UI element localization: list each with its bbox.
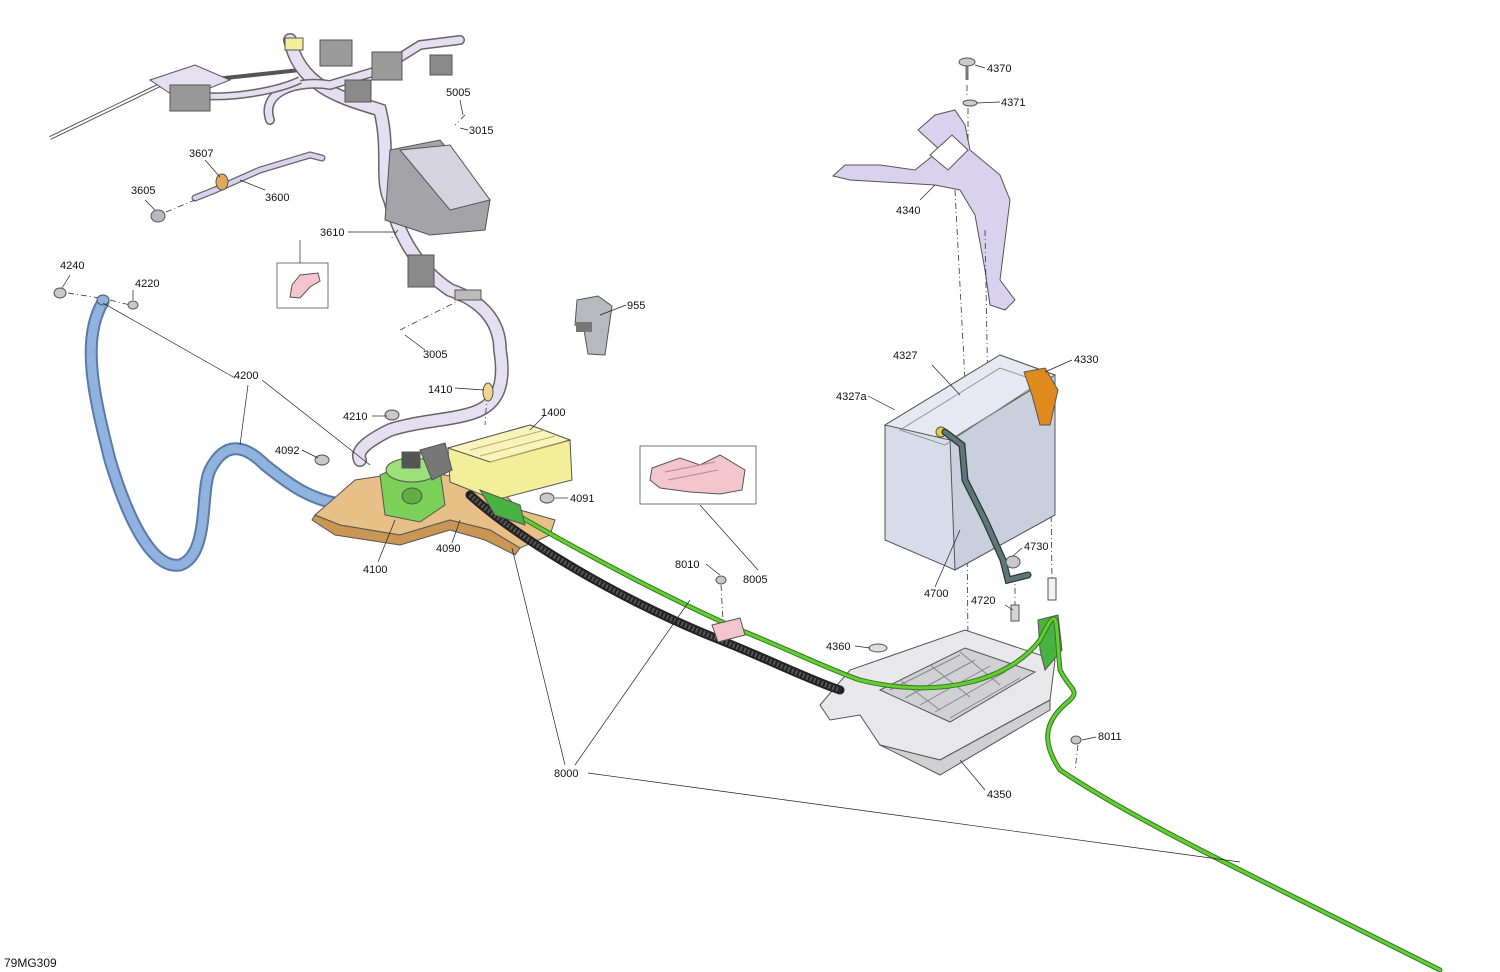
starter-relay-4100 (314, 409, 446, 523)
callout-3600: 3600 (265, 192, 289, 204)
callout-4092: 4092 (275, 445, 299, 457)
inset-3610 (276, 262, 329, 309)
callout-4700: 4700 (924, 588, 948, 600)
callout-3015: 3015 (469, 125, 493, 137)
callout-4210: 4210 (343, 411, 367, 423)
fasteners-4730-4720 (1005, 555, 1057, 622)
callout-4200: 4200 (234, 370, 258, 382)
callout-3610: 3610 (320, 227, 344, 239)
callout-4370: 4370 (987, 63, 1011, 75)
callout-8011: 8011 (1098, 731, 1122, 743)
callout-4730: 4730 (1024, 541, 1048, 553)
callout-4240: 4240 (60, 260, 84, 272)
callout-8000: 8000 (554, 768, 578, 780)
ground-strap-3600 (150, 151, 326, 223)
clip-955 (574, 295, 613, 356)
assembly-lines (67, 85, 1079, 771)
callout-4720: 4720 (971, 595, 995, 607)
voltage-regulator-1400 (419, 382, 573, 504)
callout-4371: 4371 (1001, 97, 1025, 109)
battery-4327 (883, 354, 1059, 585)
callout-4360: 4360 (826, 641, 850, 653)
wiring-harness (49, 33, 509, 467)
callout-4340: 4340 (896, 205, 920, 217)
battery-tray-4350 (819, 614, 1063, 776)
leader-lines (61, 64, 1241, 863)
callout-8010: 8010 (675, 559, 699, 571)
battery-cable-4200 (53, 287, 352, 572)
callout-4091: 4091 (570, 493, 594, 505)
callout-labels: 4370 4371 5005 3015 3607 3605 3600 4340 … (60, 63, 1122, 801)
callout-1410: 1410 (428, 384, 452, 396)
callout-1400: 1400 (541, 407, 565, 419)
callout-955: 955 (627, 300, 645, 312)
battery-bracket-4340 (831, 57, 1016, 311)
callout-4327a: 4327a (836, 391, 867, 403)
figure-code: 79MG309 (4, 956, 57, 970)
callout-3605: 3605 (131, 185, 155, 197)
callout-3005: 3005 (423, 349, 447, 361)
callout-8005: 8005 (743, 574, 767, 586)
callout-4090: 4090 (436, 543, 460, 555)
callout-3607: 3607 (189, 148, 213, 160)
callout-4327: 4327 (893, 350, 917, 362)
callout-4220: 4220 (135, 278, 159, 290)
callout-4100: 4100 (363, 564, 387, 576)
main-cable-8000 (465, 489, 1443, 972)
callout-4330: 4330 (1074, 354, 1098, 366)
callout-5005: 5005 (446, 87, 470, 99)
callout-4350: 4350 (987, 789, 1011, 801)
inset-8005 (639, 445, 757, 505)
